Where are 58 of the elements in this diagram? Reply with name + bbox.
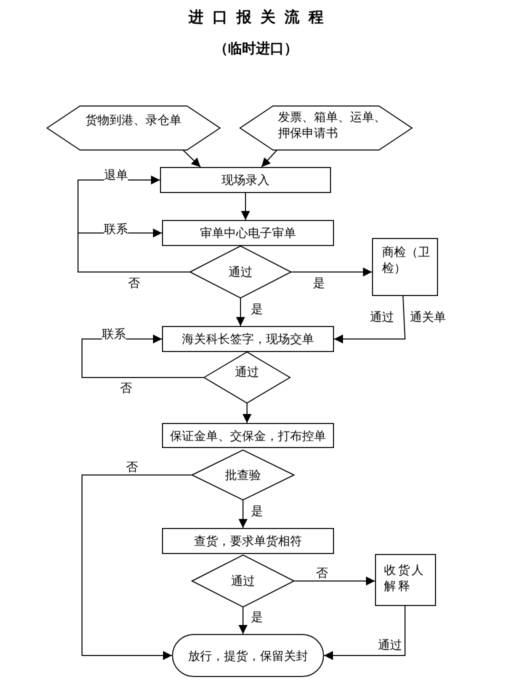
branch-label: 通关单 xyxy=(410,310,446,324)
branch-label: 否 xyxy=(120,381,132,395)
process-box xyxy=(162,326,334,352)
edge-label: 否 xyxy=(126,460,138,474)
arrow xyxy=(261,150,278,168)
edge-label: 联系 xyxy=(104,222,128,236)
arrow xyxy=(78,228,190,272)
node-text: 保证金单、交保金，打布控单 xyxy=(169,428,327,444)
arrow xyxy=(236,298,245,326)
arrow xyxy=(290,268,372,276)
node-text: 查货，要求单货相符 xyxy=(193,533,303,549)
arrow xyxy=(82,474,192,660)
edge-label: 联系 xyxy=(102,327,126,341)
process-box xyxy=(160,167,331,193)
edge-label: 通过 xyxy=(370,310,394,324)
arrow xyxy=(242,402,252,424)
input-hexagon xyxy=(47,106,220,150)
node-text: 放行，提货，保留关封 xyxy=(187,648,309,664)
node-text: 审单中心电子审单 xyxy=(199,225,297,241)
arrow xyxy=(294,576,376,586)
branch-label: 否 xyxy=(128,276,140,290)
node-text: 海关科长签字，现场交单 xyxy=(181,331,315,347)
edge-label: 通过 xyxy=(378,638,402,652)
process-box xyxy=(372,238,438,296)
subtitle: （临时进口） xyxy=(213,42,299,56)
arrow xyxy=(238,606,248,634)
process-box xyxy=(162,423,334,448)
process-box xyxy=(162,528,334,554)
process-box xyxy=(162,220,334,246)
node-text: 批查验 xyxy=(224,467,262,483)
node-text: 货物到港、录仓单 xyxy=(84,112,182,128)
arrow xyxy=(238,500,248,528)
node-text: 通过 xyxy=(230,573,256,589)
decision-diamond xyxy=(192,555,294,607)
node-text: 收货人解释 xyxy=(384,562,426,594)
edge-label: 是 xyxy=(251,302,263,316)
node-text: 通过 xyxy=(228,264,254,280)
arrow xyxy=(324,606,406,660)
input-hexagon xyxy=(240,106,412,150)
arrow xyxy=(182,150,201,168)
node-text: 商检（卫检） xyxy=(382,244,431,276)
edge-label: 是 xyxy=(313,276,325,290)
decision-diamond xyxy=(190,246,291,298)
node-text: 通过 xyxy=(234,364,260,380)
terminal-box xyxy=(172,634,324,677)
edge-label: 否 xyxy=(316,566,328,580)
arrow xyxy=(241,192,250,220)
decision-diamond xyxy=(192,450,294,500)
edge-label: 退单 xyxy=(104,168,128,182)
process-box xyxy=(375,554,436,606)
decision-diamond xyxy=(204,352,290,403)
arrow xyxy=(334,296,406,344)
arrow xyxy=(82,334,204,378)
edge-label: 是 xyxy=(251,610,263,624)
title: 进口报关流程 xyxy=(187,8,334,27)
node-text: 发票、箱单、运单、押保申请书 xyxy=(278,109,387,141)
edge-label: 是 xyxy=(251,504,263,518)
node-text: 现场录入 xyxy=(220,172,270,188)
